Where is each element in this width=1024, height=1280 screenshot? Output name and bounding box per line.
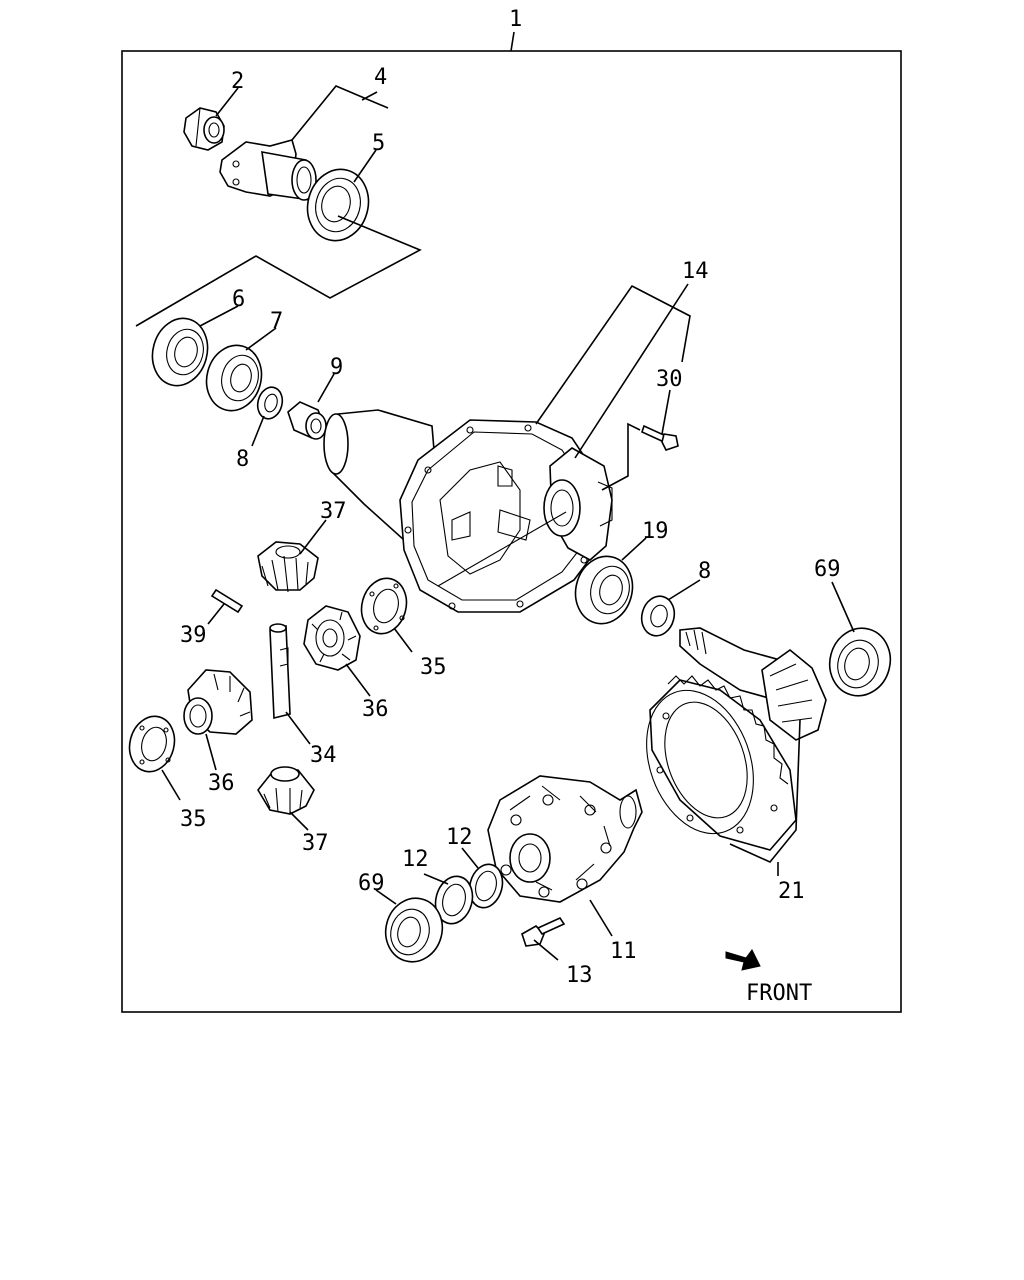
callout-12-upper: 12 [446,825,473,850]
front-arrow-icon [725,949,761,971]
part-side-gear-upper [303,605,361,671]
callout-9: 9 [330,355,343,380]
callout-36-upper: 36 [362,697,389,722]
part-pinion-shim [640,595,676,637]
callout-69-left: 69 [358,871,385,896]
part-side-gear-lower [183,669,253,735]
callout-37-upper: 37 [320,499,347,524]
callout-6: 6 [232,287,245,312]
part-thrust-washer-upper [360,577,408,635]
callout-2: 2 [231,69,244,94]
part-pinion-gear-lower [257,766,315,815]
callout-14: 14 [682,259,709,284]
callout-35-upper: 35 [420,655,447,680]
part-shim-pair [434,863,504,925]
part-pinion-gear-upper [257,541,319,593]
callout-30: 30 [656,367,683,392]
callout-11: 11 [610,939,637,964]
part-shim-washer [256,386,284,420]
leader-lines [161,87,855,961]
callout-35-lower: 35 [180,807,207,832]
part-carrier-housing [323,409,613,613]
part-thrust-washer-lower [128,715,176,773]
part-bearing [205,344,263,412]
callout-37-lower: 37 [302,831,329,856]
callout-69-right: 69 [814,557,841,582]
part-flange-nut [183,107,225,151]
part-ring-gear-bolt [521,916,566,947]
callout-8-upper: 8 [236,447,249,472]
part-side-bearing-right [828,627,892,697]
callout-5: 5 [372,131,385,156]
callout-4: 4 [374,65,387,90]
part-lock-pin [210,588,244,614]
part-pinion-shaft [269,623,291,720]
callout-13: 13 [566,963,593,988]
part-ring-gear [646,675,797,851]
callout-39: 39 [180,623,207,648]
part-companion-flange [219,139,317,201]
callout-8-lower: 8 [698,559,711,584]
callout-assembly: 1 [509,7,522,32]
front-label: FRONT [746,981,812,1006]
callout-34: 34 [310,743,337,768]
part-bearing-race [151,317,209,387]
part-drive-pinion [679,627,827,741]
callout-12-lower: 12 [402,847,429,872]
part-side-bearing-left [384,897,444,963]
part-spacer [287,401,328,440]
part-pinion-bearing [574,555,634,625]
callout-labels: 1 2 4 5 6 7 9 8 14 30 37 19 8 69 39 35 3… [180,7,841,1006]
callout-7: 7 [270,309,283,334]
callout-36-lower: 36 [208,771,235,796]
callout-21: 21 [778,879,805,904]
callout-19: 19 [642,519,669,544]
part-cap-bolt [641,424,679,451]
part-differential-case [487,775,643,903]
